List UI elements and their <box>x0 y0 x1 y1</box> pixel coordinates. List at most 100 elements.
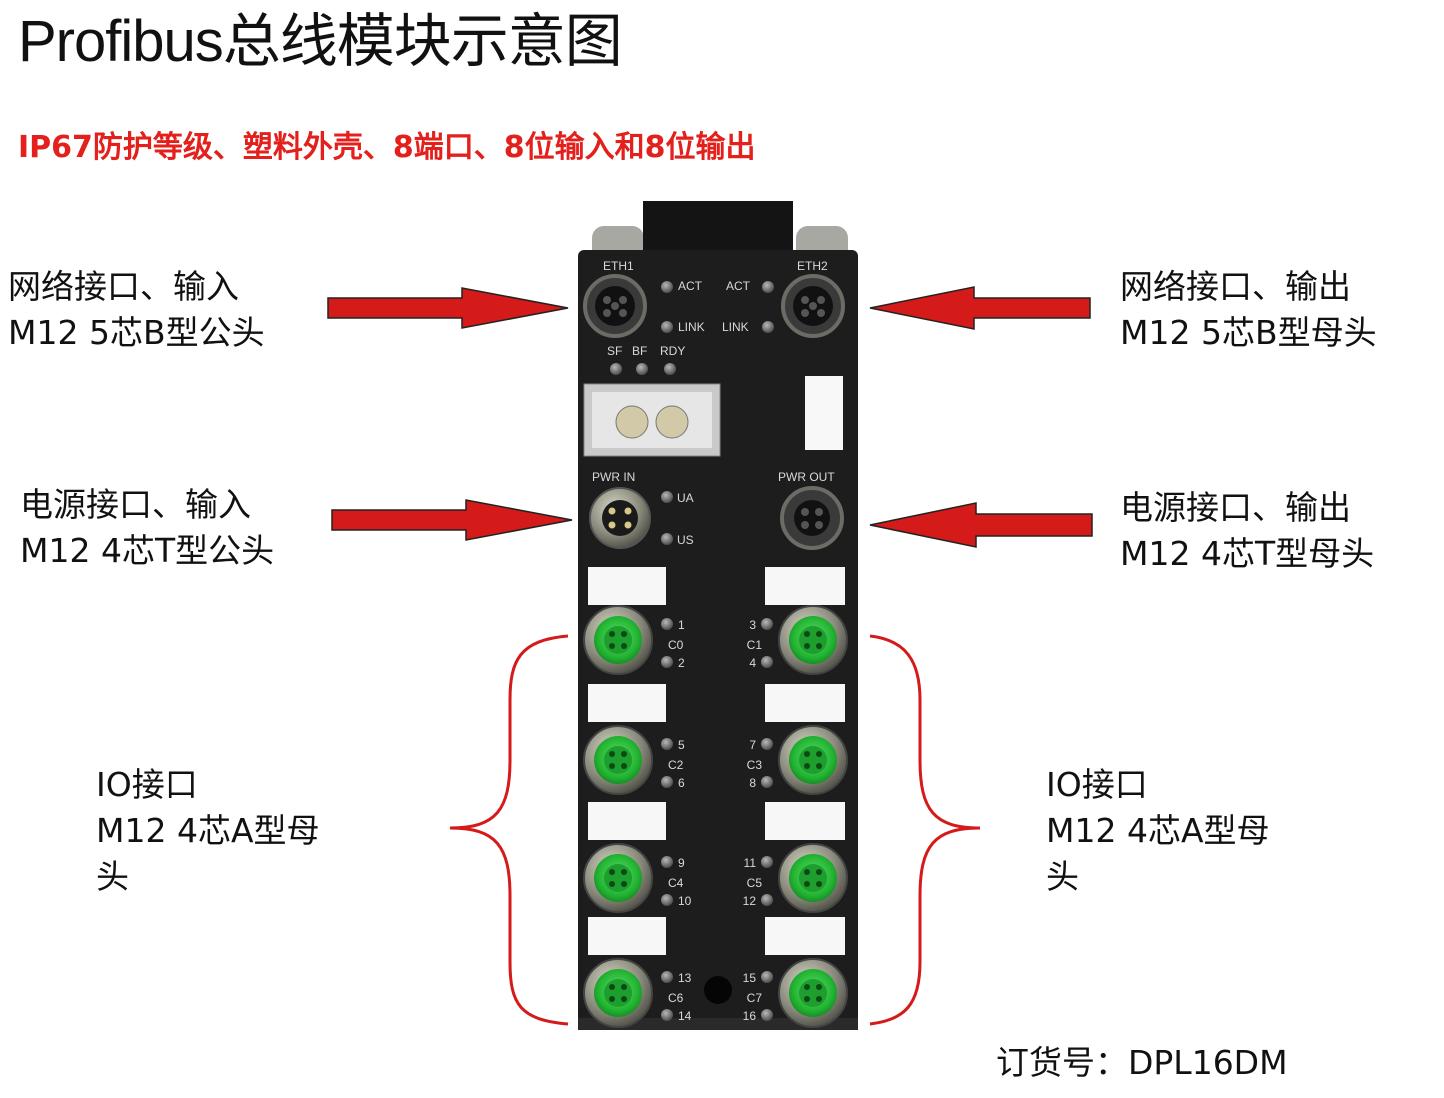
eth-in-line1: 网络接口、输入 <box>8 267 239 306</box>
io-led <box>661 656 673 668</box>
eth1-connector <box>583 274 647 338</box>
io-right-label: IO接口 M12 4芯A型母 头 <box>1046 762 1270 900</box>
io-port-c1 <box>778 605 848 675</box>
io-port-c0 <box>583 605 653 675</box>
io-right-line1: IO接口 <box>1046 765 1148 804</box>
rdy-led <box>664 363 676 375</box>
pwr-out-line2: M12 4芯T型母头 <box>1120 534 1375 573</box>
brace-left <box>449 634 569 1026</box>
io-led <box>761 856 773 868</box>
arrow-eth-in <box>327 287 569 329</box>
io-led <box>661 894 673 906</box>
pwr-in-connector <box>589 487 651 549</box>
io-pin-label: 5 <box>678 738 685 752</box>
label-slot <box>765 802 845 840</box>
io-port-c4 <box>583 843 653 913</box>
eth1-text: ETH1 <box>603 259 634 273</box>
label-slot <box>765 917 845 955</box>
io-led <box>661 971 673 983</box>
order-number: 订货号：DPL16DM <box>996 1043 1288 1082</box>
pwr-in-line2: M12 4芯T型公头 <box>20 531 275 570</box>
io-left-line1: IO接口 <box>96 765 198 804</box>
brace-right <box>869 634 981 1026</box>
io-right-line3: 头 <box>1046 857 1079 896</box>
eth-in-label: 网络接口、输入 M12 5芯B型公头 <box>8 264 265 356</box>
us-text: US <box>677 533 694 547</box>
pwr-out-connector <box>780 486 844 550</box>
pwr-in-label: 电源接口、输入 M12 4芯T型公头 <box>20 482 274 574</box>
io-channel-label: C7 <box>747 991 763 1005</box>
label-slot <box>588 567 666 605</box>
eth-out-line1: 网络接口、输出 <box>1120 267 1351 306</box>
io-left-label: IO接口 M12 4芯A型母 头 <box>96 762 320 900</box>
sf-text: SF <box>607 344 622 358</box>
rdy-text: RDY <box>660 344 685 358</box>
ua-led <box>661 491 673 503</box>
label-slot-top <box>805 376 843 450</box>
io-led <box>761 656 773 668</box>
bf-led <box>636 363 648 375</box>
link-right-text: LINK <box>722 320 749 334</box>
address-window <box>583 383 721 457</box>
bf-text: BF <box>632 344 647 358</box>
arrow-pwr-in <box>331 499 573 541</box>
io-led <box>661 618 673 630</box>
io-pin-label: 1 <box>678 618 685 632</box>
io-port-c7 <box>778 958 848 1028</box>
act-right-led <box>762 281 774 293</box>
link-left-led <box>661 321 673 333</box>
pwr-out-line1: 电源接口、输出 <box>1120 488 1351 527</box>
io-pin-label: 9 <box>678 856 685 870</box>
io-led <box>761 894 773 906</box>
arrow-eth-out <box>869 286 1091 330</box>
page-title: Profibus总线模块示意图 <box>18 9 623 74</box>
io-left-line3: 头 <box>96 857 129 896</box>
io-pin-label: 2 <box>678 656 685 670</box>
io-led <box>761 738 773 750</box>
io-left-line2: M12 4芯A型母 <box>96 811 320 850</box>
io-led <box>661 776 673 788</box>
io-port-c3 <box>778 725 848 795</box>
io-port-c5 <box>778 843 848 913</box>
pwr-out-label: 电源接口、输出 M12 4芯T型母头 <box>1120 485 1374 577</box>
io-pin-label: 15 <box>743 971 757 985</box>
pwr-in-text: PWR IN <box>592 470 635 484</box>
io-pin-label: 8 <box>749 776 756 790</box>
io-port-c6 <box>583 958 653 1028</box>
io-led <box>661 1009 673 1021</box>
io-pin-label: 14 <box>678 1009 692 1023</box>
io-pin-label: 7 <box>749 738 756 752</box>
eth2-connector <box>781 274 845 338</box>
eth-out-line2: M12 5芯B型母头 <box>1120 313 1377 352</box>
io-channel-label: C6 <box>668 991 684 1005</box>
us-led <box>661 533 673 545</box>
eth-out-label: 网络接口、输出 M12 5芯B型母头 <box>1120 264 1377 356</box>
link-left-text: LINK <box>678 320 705 334</box>
io-led <box>761 971 773 983</box>
sf-led <box>610 363 622 375</box>
eth2-text: ETH2 <box>797 259 828 273</box>
io-channel-label: C4 <box>668 876 684 890</box>
io-led <box>661 856 673 868</box>
eth-in-line2: M12 5芯B型公头 <box>8 313 265 352</box>
act-right-text: ACT <box>726 279 751 293</box>
label-slot <box>765 567 845 605</box>
io-pin-label: 11 <box>744 856 757 870</box>
io-channel-label: C2 <box>668 758 684 772</box>
page-subtitle: IP67防护等级、塑料外壳、8端口、8位输入和8位输出 <box>18 130 756 165</box>
io-pin-label: 6 <box>678 776 685 790</box>
io-led <box>761 776 773 788</box>
pwr-out-text: PWR OUT <box>778 470 835 484</box>
io-led <box>761 618 773 630</box>
label-slot <box>588 802 666 840</box>
io-channel-label: C1 <box>747 638 763 652</box>
io-pin-label: 12 <box>743 894 757 908</box>
io-led <box>761 1009 773 1021</box>
io-channel-label: C5 <box>747 876 763 890</box>
act-left-led <box>661 281 673 293</box>
io-channel-label: C0 <box>668 638 684 652</box>
io-pin-label: 3 <box>749 618 756 632</box>
pwr-in-line1: 电源接口、输入 <box>20 485 251 524</box>
